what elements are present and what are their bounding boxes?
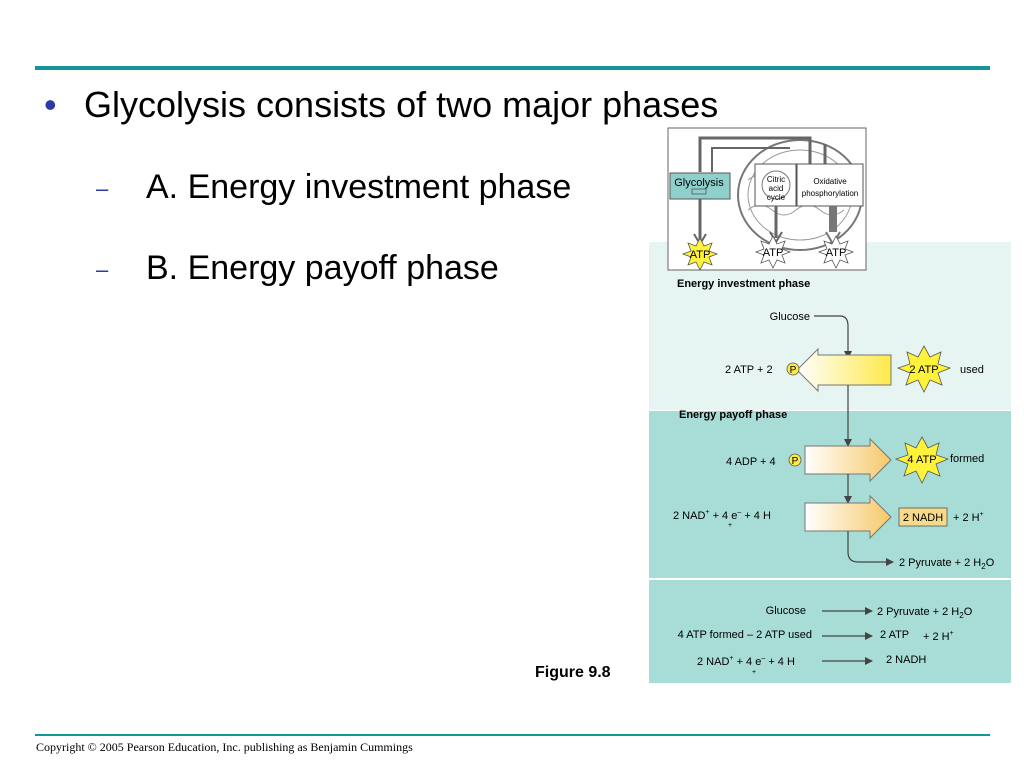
copyright-text: Copyright © 2005 Pearson Education, Inc.…	[36, 740, 413, 754]
oxidative-box	[796, 163, 864, 207]
main-bullet: • Glycolysis consists of two major phases	[44, 84, 718, 126]
summary-glucose: Glucose	[766, 605, 806, 617]
atp-burst-oxidative	[817, 235, 855, 269]
investment-arrow	[796, 347, 892, 393]
payoff-arrow-nadh	[804, 494, 892, 540]
plus-below: +	[752, 669, 756, 676]
nad-reaction: 2 NAD+ + 4 e– + 4 H	[673, 509, 771, 522]
atp-burst-glycolysis	[681, 237, 719, 271]
plus-below: +	[728, 522, 732, 529]
burst-2atp	[896, 345, 952, 393]
top-rule	[35, 66, 990, 70]
payoff-arrow-atp	[804, 437, 892, 483]
phosphate-circle	[788, 453, 802, 467]
acid-label: acid	[769, 184, 784, 193]
sub-bullet-text: A. Energy investment phase	[146, 168, 572, 206]
summary-h-plus: + 2 H+	[923, 630, 954, 643]
phosphate-label: P	[792, 456, 799, 467]
nadh-box	[898, 507, 948, 527]
overview-inset: Glycolysis Citric acid cycle Oxidative p…	[667, 127, 867, 271]
burst-2atp-label: 2 ATP	[909, 364, 938, 376]
bottom-rule	[35, 734, 990, 736]
payoff-panel	[649, 411, 1011, 578]
glucose-label: Glucose	[770, 311, 810, 323]
phosphate-label: P	[790, 365, 797, 376]
formed-label: formed	[950, 453, 984, 465]
investment-heading: Energy investment phase	[677, 278, 810, 290]
adp-input: 4 ADP + 4	[726, 456, 776, 468]
summary-atp-right: 2 ATP	[880, 629, 909, 641]
bullet-dash: –	[96, 176, 109, 202]
nadh-label: 2 NADH	[903, 512, 943, 524]
figure-label: Figure 9.8	[535, 664, 611, 681]
atp-label: ATP	[826, 247, 847, 259]
cycle-label: cycle	[767, 193, 786, 202]
summary-nadh: 2 NADH	[886, 654, 926, 666]
glucose-flow-line	[814, 315, 852, 359]
summary-panel	[649, 580, 1011, 683]
summary-atp-left: 4 ATP formed – 2 ATP used	[678, 629, 812, 641]
h-plus-label: + 2 H+	[953, 511, 984, 524]
main-bullet-text: Glycolysis consists of two major phases	[84, 84, 719, 125]
pyruvate-flow-line	[847, 531, 894, 566]
glycolysis-label: Glycolysis	[674, 177, 724, 189]
burst-4atp-label: 4 ATP	[907, 454, 936, 466]
summary-nad: 2 NAD+ + 4 e– + 4 H	[697, 655, 795, 668]
sub-bullet-text: B. Energy payoff phase	[146, 249, 499, 287]
atp-burst-citric	[754, 235, 792, 269]
sub-bullet-payoff: – B. Energy payoff phase	[96, 249, 499, 288]
citric-label: Citric	[767, 175, 785, 184]
phosphorylation-label: phosphorylation	[802, 189, 858, 198]
payoff-heading: Energy payoff phase	[679, 409, 787, 421]
sub-bullet-investment: – A. Energy investment phase	[96, 168, 571, 207]
burst-4atp	[894, 436, 950, 484]
atp-label: ATP	[763, 247, 784, 259]
bullet-dash: –	[96, 257, 109, 283]
atp-label: ATP	[690, 249, 711, 261]
pyruvate-label: 2 Pyruvate + 2 H2O	[899, 557, 995, 571]
used-label: used	[960, 364, 984, 376]
phosphate-circle	[786, 362, 800, 376]
bullet-dot: •	[44, 84, 57, 125]
investment-input: 2 ATP + 2	[725, 364, 773, 376]
summary-pyruvate: 2 Pyruvate + 2 H2O	[877, 606, 973, 620]
glycolysis-box	[669, 172, 731, 200]
oxidative-label: Oxidative	[813, 177, 847, 186]
